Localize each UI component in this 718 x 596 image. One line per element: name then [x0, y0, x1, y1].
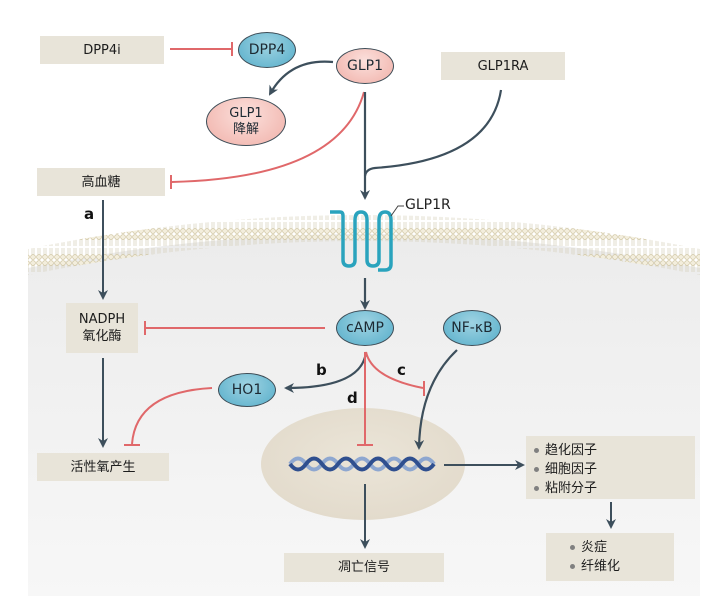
pathway-letter-d: d	[347, 389, 358, 407]
edge-glp1ra-to-glp1r	[363, 89, 503, 177]
ho1-node: HO1	[218, 373, 276, 407]
glp1r-label: GLP1R	[405, 197, 451, 213]
edge-glp1-inhibits-hyperglycemia	[170, 91, 365, 189]
bullet-icon	[534, 486, 539, 491]
mediator-item: 趋化因子	[534, 441, 685, 460]
nucleus	[261, 408, 465, 520]
bullet-icon	[570, 564, 575, 569]
mediator-item: 细胞因子	[534, 460, 685, 479]
glp1ra-box: GLP1RA	[441, 52, 565, 80]
edge-ho1-inhibits-ros	[124, 387, 213, 446]
hyperglycemia-label: 高血糖	[81, 174, 121, 190]
glp1r-label-leader	[390, 205, 404, 217]
dpp4i-label: DPP4i	[83, 42, 121, 58]
glp1ra-label: GLP1RA	[477, 58, 529, 74]
nadph-oxidase-box: NADPH 氧化酶	[66, 303, 138, 353]
edge-dpp4i-inhibits-dpp4	[170, 42, 233, 56]
pathway-letter-b: b	[316, 361, 327, 379]
pathway-letter-a: a	[84, 205, 95, 223]
pathway-letter-c: c	[397, 361, 406, 379]
camp-node: cAMP	[336, 310, 394, 346]
edge-camp-inhibits-nfkb-path	[365, 351, 425, 396]
bullet-icon	[534, 467, 539, 472]
nfkb-node: NF-κB	[443, 310, 501, 346]
apoptosis-signal-label: 凋亡信号	[337, 560, 390, 575]
dna-helix-icon	[288, 456, 436, 472]
dpp4i-box: DPP4i	[40, 36, 164, 64]
outcomes-box: 炎症 纤维化	[546, 533, 674, 581]
edge-nfkb-to-dna	[414, 349, 458, 450]
nadph-oxidase-label-line2: 氧化酶	[82, 329, 122, 344]
ros-production-label: 活性氧产生	[70, 459, 136, 475]
mediators-box: 趋化因子 细胞因子 粘附分子	[526, 436, 695, 499]
nadph-oxidase-label-line1: NADPH	[78, 312, 126, 327]
outcome-item: 纤维化	[570, 557, 664, 576]
edge-camp-inhibits-dna	[357, 352, 373, 446]
hyperglycemia-box: 高血糖	[37, 168, 165, 196]
glp1r-receptor-icon	[330, 210, 393, 272]
outcome-item: 炎症	[570, 538, 664, 557]
ros-production-box: 活性氧产生	[37, 453, 169, 481]
edge-glp1-to-degradation	[269, 60, 334, 96]
bullet-icon	[534, 448, 539, 453]
glp1-degradation-node: GLP1 降解	[206, 97, 286, 146]
edge-camp-inhibits-nadph	[144, 321, 325, 335]
mediator-item: 粘附分子	[534, 479, 685, 498]
bullet-icon	[570, 545, 575, 550]
cell-membrane	[28, 215, 700, 275]
apoptosis-signal-box: 凋亡信号	[284, 553, 444, 582]
glp1-node: GLP1	[336, 48, 394, 84]
dpp4-node: DPP4	[238, 32, 296, 68]
